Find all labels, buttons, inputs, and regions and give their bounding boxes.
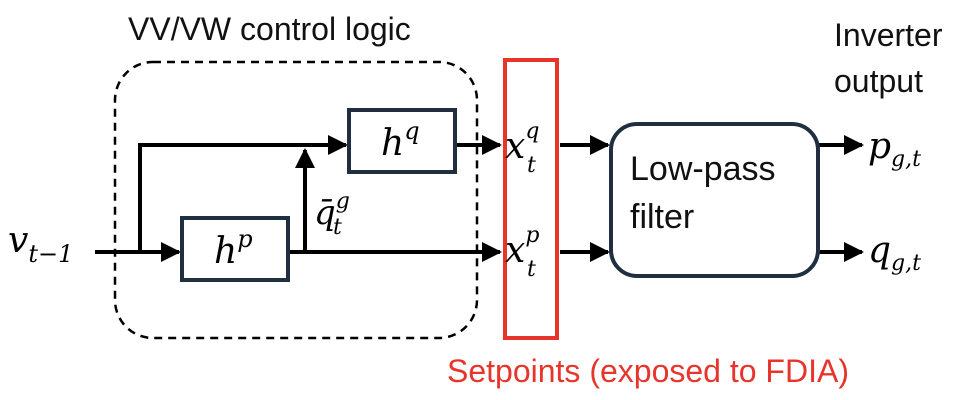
control-logic-label: VV/VW control logic	[128, 11, 411, 47]
hp-block	[180, 216, 290, 282]
output-q-label: qg,t	[868, 230, 921, 276]
setpoints-box	[503, 58, 559, 340]
lowpass-filter-block	[609, 122, 820, 278]
inverter-output-label: Inverter output	[834, 17, 951, 99]
hq-label: hq	[381, 117, 420, 164]
lowpass-filter-label: Low-pass filter	[630, 150, 785, 236]
hp-label: hp	[214, 225, 253, 272]
hq-block	[347, 108, 457, 174]
output-p-label: pg,t	[868, 126, 921, 172]
setpoints-caption: Setpoints (exposed to FDIA)	[447, 353, 849, 389]
control-logic-boundary	[113, 60, 479, 340]
input-v-label: vt−1	[8, 220, 73, 268]
signal-wires	[95, 135, 864, 262]
